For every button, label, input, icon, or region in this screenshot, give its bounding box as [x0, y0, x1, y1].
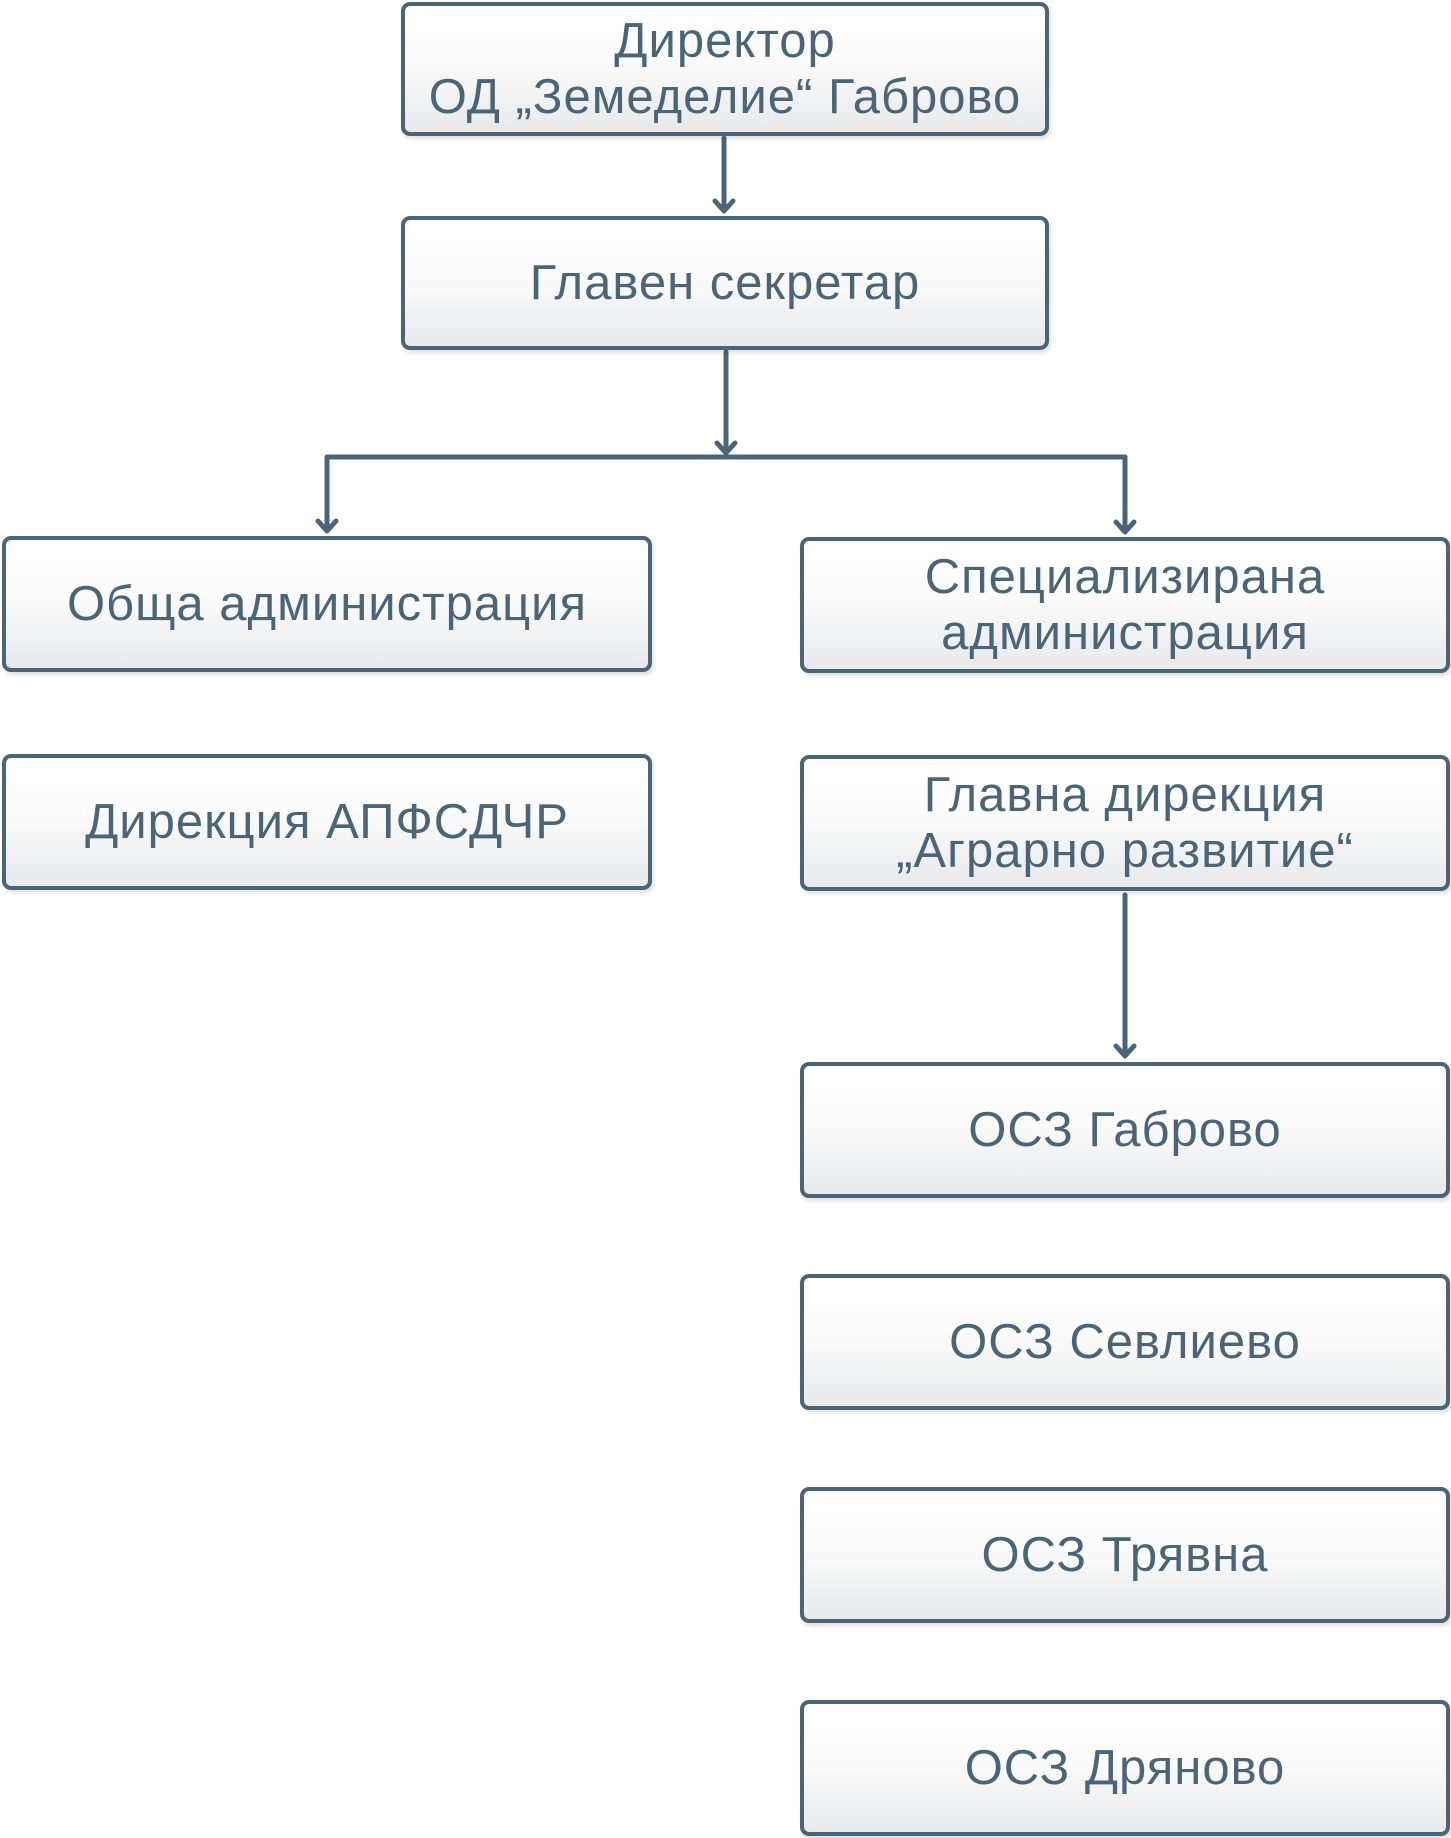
osz-sevlievo-box: ОСЗ Севлиево — [800, 1274, 1450, 1410]
arrowhead-osz — [1113, 1043, 1137, 1059]
directorate-apfsdchr-label: Дирекция АПФСДЧР — [85, 795, 569, 849]
osz-tryavna-box: ОСЗ Трявна — [800, 1487, 1450, 1623]
chief-secretary-label: Главен секретар — [529, 256, 921, 310]
agrarian-development-line1: Главна дирекция — [923, 768, 1327, 822]
osz-sevlievo-label: ОСЗ Севлиево — [949, 1315, 1301, 1369]
specialized-administration-box: Специализирана администрация — [800, 537, 1450, 673]
osz-gabrovo-label: ОСЗ Габрово — [968, 1103, 1282, 1157]
osz-gabrovo-box: ОСЗ Габрово — [800, 1062, 1450, 1198]
general-administration-label: Обща администрация — [66, 577, 588, 631]
general-administration-box: Обща администрация — [2, 536, 652, 672]
osz-tryavna-label: ОСЗ Трявна — [981, 1528, 1269, 1582]
agrarian-development-box: Главна дирекция „Аграрно развитие“ — [800, 755, 1450, 891]
arrowhead-branch — [714, 440, 738, 456]
director-box: Директор ОД „Земеделие“ Габрово — [401, 2, 1049, 136]
arrowhead-secretary — [712, 198, 736, 214]
directorate-apfsdchr-box: Дирекция АПФСДЧР — [2, 754, 652, 890]
specialized-administration-line2: администрация — [941, 606, 1309, 660]
osz-dryanovo-box: ОСЗ Дряново — [800, 1700, 1450, 1836]
specialized-administration-line1: Специализирана — [924, 550, 1326, 604]
agrarian-development-line2: „Аграрно развитие“ — [896, 824, 1354, 878]
arrowhead-special — [1113, 519, 1137, 535]
arrowhead-general — [315, 518, 339, 534]
director-title: Директор — [614, 14, 836, 68]
director-department: ОД „Земеделие“ Габрово — [428, 70, 1022, 124]
osz-dryanovo-label: ОСЗ Дряново — [964, 1741, 1286, 1795]
chief-secretary-box: Главен секретар — [401, 216, 1049, 350]
